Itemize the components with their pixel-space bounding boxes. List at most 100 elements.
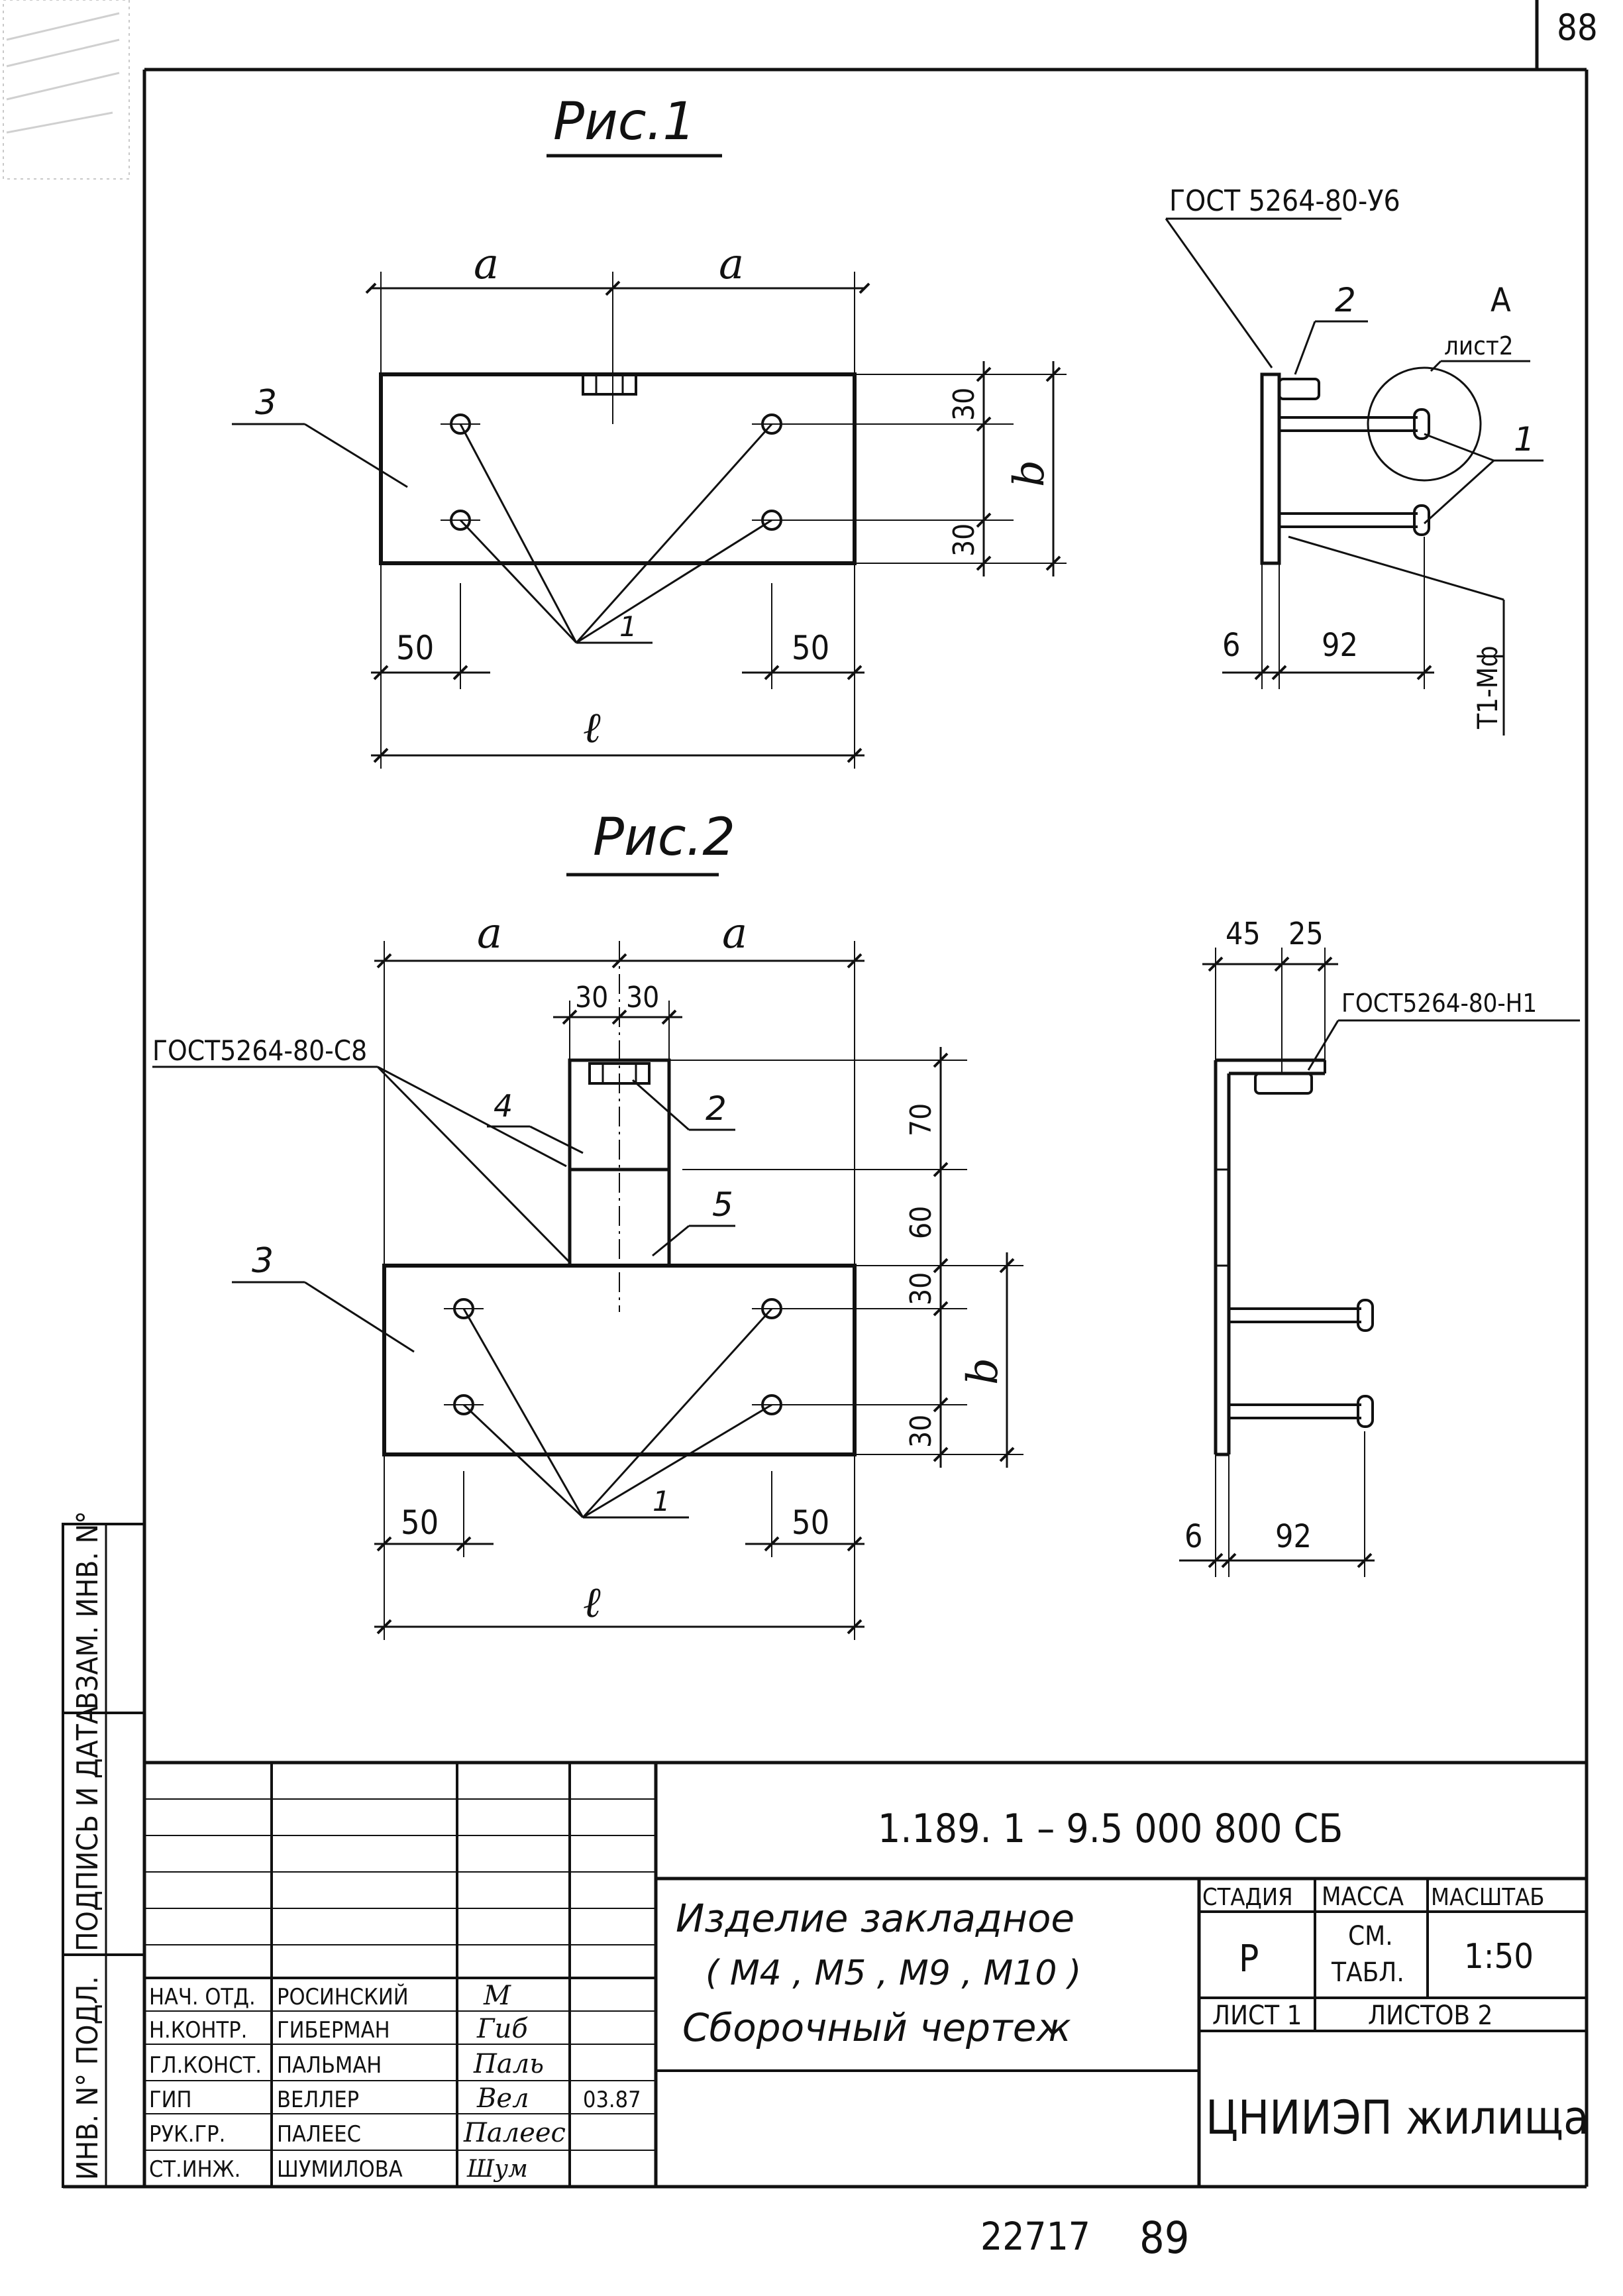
fig2-gost-leader-a [377, 1066, 567, 1168]
fig1-dim-30-top: 30 [947, 388, 981, 421]
fig1-plate [379, 372, 857, 565]
staff-name: ГИБЕРМАН [277, 2017, 390, 2044]
fig2-dim-30b: 30 [626, 981, 659, 1014]
fig2-dim-30a: 30 [575, 981, 608, 1014]
fig2-callout-4-leader [529, 1125, 584, 1154]
massa-header: МАССА [1322, 1882, 1404, 1911]
fig1-side-view-A: А [1491, 281, 1511, 319]
fig1-side-callout-1: 1 [1514, 420, 1535, 459]
massa-value-1: СМ. [1348, 1921, 1393, 1951]
staff-row: СТ.ИНЖ. ШУМИЛОВА Шум [149, 2156, 528, 2183]
left-margin: ВЗАМ. ИНВ. N° ПОДПИСЬ И ДАТА ИНВ. N° ПОД… [62, 1511, 146, 2188]
corner-stamp [3, 0, 130, 180]
fig2-dim-60: 60 [904, 1206, 938, 1239]
fig2-callout-1-leaders [462, 1307, 773, 1519]
fig1-anchor-holes [441, 413, 792, 531]
product-name-line2: ( М4 , М5 , М9 , М10 ) [706, 1953, 1081, 1993]
staff-signature: Вел [476, 2083, 529, 2114]
fig1-dim-50-left: 50 [396, 629, 434, 667]
fig1-top-nut [582, 373, 637, 396]
sheets-total-label: ЛИСТОВ 2 [1368, 2000, 1492, 2031]
fig1-dim-50-right: 50 [792, 629, 829, 667]
page-number: 88 [1557, 7, 1598, 48]
fig2-dim-50-left: 50 [401, 1503, 439, 1542]
fig2-side-dims [1179, 1431, 1375, 1577]
margin-vzam-inv: ВЗАМ. ИНВ. N° [71, 1511, 105, 1710]
fig2-callout-5: 5 [712, 1185, 733, 1224]
staff-row: РУК.ГР. ПАЛЕЕС Палеес [149, 2118, 566, 2148]
staff-name: ВЕЛЛЕР [277, 2087, 359, 2113]
fig2-bracket [568, 941, 671, 1312]
fig2-side-dim-25: 25 [1288, 916, 1324, 952]
fig2-gost-leader-b [376, 1066, 571, 1264]
fig2-callout-5-leader [652, 1225, 690, 1257]
fig1-callout-1-leaders [459, 423, 773, 644]
fig2-dim-right [669, 1047, 1023, 1468]
staff-name: ПАЛЬМАН [277, 2052, 382, 2079]
sheet-frame [63, 0, 1589, 2189]
fig1-side-callout-2: 2 [1335, 281, 1356, 319]
staff-role: РУК.ГР. [149, 2121, 225, 2148]
fig1-dim-right [788, 361, 1067, 576]
staff-name: ПАЛЕЕС [277, 2121, 361, 2148]
staff-role: Н.КОНТР. [149, 2017, 247, 2044]
fig1-side-gost-leader [1165, 218, 1273, 368]
massa-value-2: ТАБЛ. [1331, 1957, 1404, 1988]
fig2-dim-50-right: 50 [792, 1503, 829, 1542]
fig1-callout-3-leader [304, 423, 408, 488]
margin-podpis-data: ПОДПИСЬ И ДАТА [71, 1706, 105, 1951]
fig1-dim-bottom [371, 563, 864, 769]
fig1-callout-1: 1 [619, 610, 637, 643]
stadia-header: СТАДИЯ [1202, 1884, 1293, 1911]
fig2-callout-2: 2 [706, 1089, 727, 1128]
fig2-callout-3: 3 [252, 1241, 274, 1281]
fig1-side-dim-6: 6 [1222, 627, 1240, 664]
fig2-dim-a-right: a [722, 909, 747, 958]
fig2-dim-30-bottom: 30 [904, 1415, 938, 1448]
fig2-side-gost: ГОСТ5264-80-Н1 [1341, 989, 1537, 1018]
fig1-callout-3: 3 [255, 383, 277, 423]
stadia-value: Р [1239, 1938, 1259, 1981]
fig2-callout-3-leader [304, 1281, 415, 1353]
fig1-side-view-sheet: лист2 [1444, 331, 1514, 360]
staff-role: ГИП [149, 2087, 192, 2113]
fig1-side-t1: Т1-Мф [1471, 645, 1504, 730]
staff-row: ГИП ВЕЛЛЕР Вел 03.87 [149, 2083, 641, 2114]
bottom-stamp-b: 89 [1139, 2213, 1190, 2264]
staff-role: СТ.ИНЖ. [149, 2156, 240, 2183]
fig1-side-gost: ГОСТ 5264-80-У6 [1169, 184, 1400, 218]
staff-role: ГЛ.КОНСТ. [149, 2052, 262, 2079]
staff-name: ШУМИЛОВА [277, 2156, 403, 2183]
sheet-label: ЛИСТ 1 [1212, 2000, 1302, 2031]
fig2-side-dim-45: 45 [1226, 916, 1261, 952]
fig2-side-dim-6: 6 [1184, 1518, 1202, 1555]
fig1-dim-a-left: a [474, 240, 499, 289]
fig2-gost-left: ГОСТ5264-80-С8 [152, 1034, 367, 1067]
staff-signature: Шум [466, 2156, 528, 2183]
masshtab-value: 1:50 [1464, 1937, 1534, 1977]
fig1-dim-30-bottom: 30 [947, 523, 981, 557]
fig2-dim-l: ℓ [583, 1578, 601, 1627]
fig1-title: Рис.1 [553, 92, 696, 152]
fig2-callout-1: 1 [653, 1485, 670, 1517]
fig2-title: Рис.2 [593, 808, 735, 867]
fig2-side-dim-92: 92 [1275, 1518, 1312, 1555]
fig2-dim-70: 70 [904, 1103, 938, 1136]
fig2-anchor-holes [444, 1298, 792, 1415]
fig2-dim-bottom [374, 1454, 864, 1640]
staff-row: Н.КОНТР. ГИБЕРМАН Гиб [149, 2014, 528, 2044]
staff-signature: Паль [473, 2049, 544, 2079]
product-name-line1: Изделие закладное [676, 1896, 1074, 1941]
fig1-side-dim-92: 92 [1322, 627, 1358, 664]
staff-date: 03.87 [583, 2087, 641, 2113]
fig1-side-callout-2-leader [1294, 321, 1316, 375]
organization: ЦНИИЭП жилища [1206, 2091, 1589, 2145]
staff-signature: Гиб [476, 2014, 528, 2044]
fig2-dim-b: b [959, 1358, 1008, 1385]
fig1-side-view [1260, 366, 1482, 565]
fig1-dim-a [365, 272, 870, 424]
product-name-line3: Сборочный чертеж [682, 2005, 1071, 2050]
doc-code: 1.189. 1 – 9.5 000 800 СБ [878, 1806, 1343, 1852]
fig2-dim-a-left: a [477, 909, 502, 958]
staff-row: НАЧ. ОТД. РОСИНСКИЙ M [149, 1981, 511, 2011]
